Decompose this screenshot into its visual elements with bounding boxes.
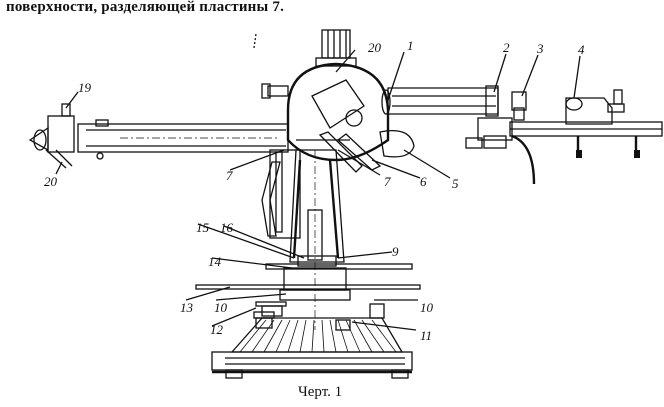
right-tube [381, 85, 663, 185]
label-10-right: 10 [420, 300, 434, 315]
label-19: 19 [78, 80, 92, 95]
label-6: 6 [420, 174, 427, 189]
label-16: 16 [220, 220, 234, 235]
label-14: 14 [208, 254, 222, 269]
label-7-left: 7 [226, 168, 233, 183]
label-12: 12 [210, 322, 224, 337]
label-9: 9 [392, 244, 399, 259]
figure-caption: Черт. 1 [298, 384, 343, 400]
leader-lines [55, 33, 581, 331]
label-1: 1 [407, 38, 414, 53]
label-5: 5 [452, 176, 459, 191]
label-20-top: 20 [368, 40, 382, 55]
label-13: 13 [180, 300, 194, 315]
label-3: 3 [536, 41, 544, 56]
label-11: 11 [420, 328, 432, 343]
label-15: 15 [196, 220, 210, 235]
base-stand [211, 317, 413, 379]
left-tube [28, 103, 301, 239]
central-column [289, 149, 345, 330]
label-20-left: 20 [44, 174, 58, 189]
adjusting-screws [253, 311, 351, 331]
label-10-left: 10 [214, 300, 228, 315]
label-2: 2 [503, 40, 510, 55]
label-7-right: 7 [384, 174, 391, 189]
label-4: 4 [578, 42, 585, 57]
header-text: поверхности, разделяющей пластины 7. [6, 0, 285, 15]
prism-housing [261, 29, 415, 173]
